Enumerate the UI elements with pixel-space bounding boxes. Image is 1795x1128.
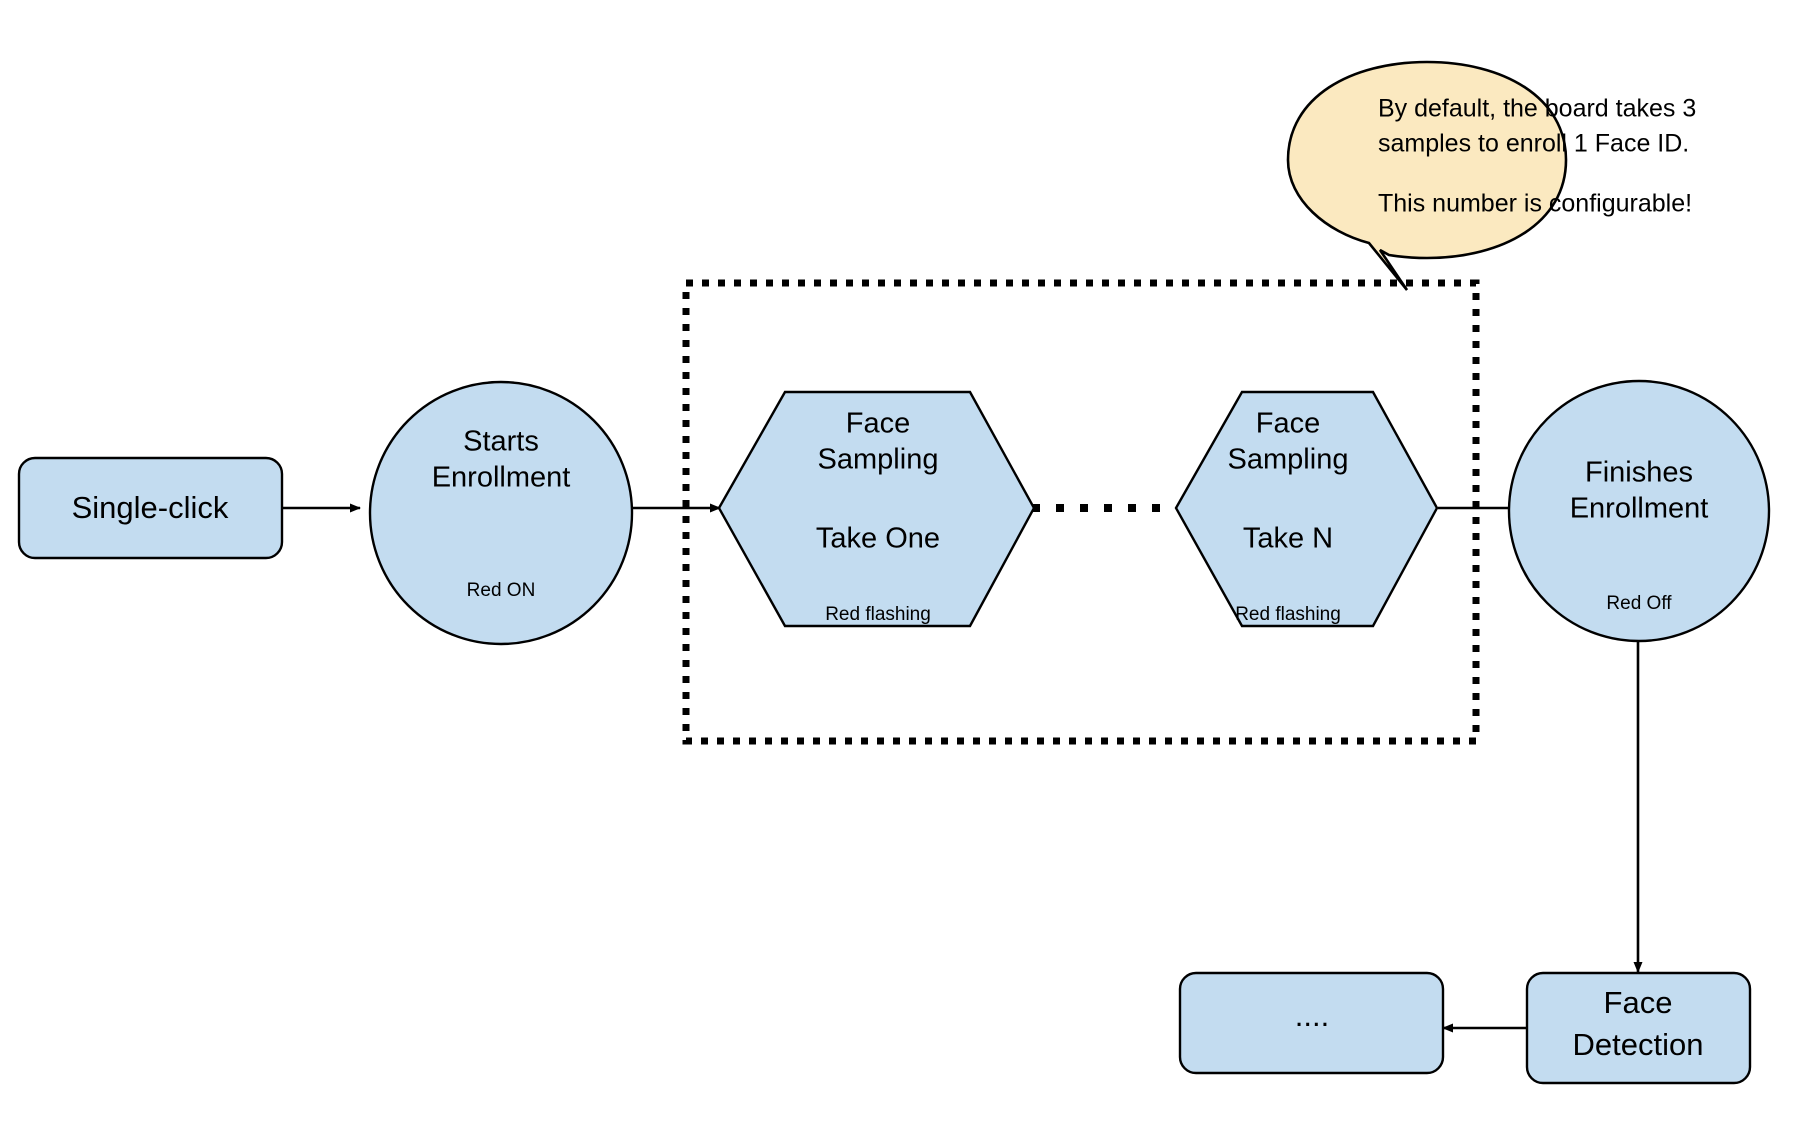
face-sampling-n-status: Red flashing xyxy=(1235,604,1341,625)
ellipsis-box[interactable] xyxy=(1178,971,1445,1075)
node-face-sampling-n[interactable]: Face Sampling Take N Red flashing xyxy=(1174,390,1439,628)
finishes-enrollment-circle[interactable] xyxy=(1507,379,1771,643)
callout-line-1: By default, the board takes 3 xyxy=(1378,95,1696,123)
node-ellipsis[interactable]: .... xyxy=(1178,971,1445,1075)
face-sampling-one-status: Red flashing xyxy=(825,604,931,625)
node-finishes-enrollment[interactable]: Finishes Enrollment Red Off xyxy=(1507,379,1771,643)
face-sampling-one-take: Take One xyxy=(816,523,940,555)
face-sampling-n-label-line2: Sampling xyxy=(1228,444,1349,476)
face-sampling-one-label-line2: Sampling xyxy=(818,444,939,476)
node-face-sampling-one[interactable]: Face Sampling Take One Red flashing xyxy=(717,390,1036,628)
callout-line-2: samples to enroll 1 Face ID. xyxy=(1378,130,1689,158)
starts-enrollment-label-line1: Starts xyxy=(463,426,539,458)
face-detection-label-line2: Detection xyxy=(1573,1027,1704,1062)
finishes-enrollment-label-line1: Finishes xyxy=(1585,457,1693,489)
finishes-enrollment-status: Red Off xyxy=(1606,593,1672,614)
face-sampling-one-label-line1: Face xyxy=(846,408,910,440)
callout-line-3: This number is configurable! xyxy=(1378,190,1692,218)
starts-enrollment-status: Red ON xyxy=(467,580,536,601)
node-starts-enrollment[interactable]: Starts Enrollment Red ON xyxy=(368,380,634,646)
node-single-click[interactable]: Single-click xyxy=(17,456,284,560)
starts-enrollment-label-line2: Enrollment xyxy=(432,462,571,494)
single-click-label: Single-click xyxy=(72,490,229,525)
face-detection-box[interactable] xyxy=(1525,971,1752,1085)
single-click-box[interactable] xyxy=(17,456,284,560)
face-sampling-n-take: Take N xyxy=(1243,523,1333,555)
callout-bubble-shape xyxy=(1286,60,1568,291)
node-face-detection[interactable]: Face Detection xyxy=(1525,971,1752,1085)
face-detection-label-line1: Face xyxy=(1604,985,1673,1020)
callout-bubble: By default, the board takes 3 samples to… xyxy=(1286,60,1696,291)
ellipsis-label: .... xyxy=(1295,998,1329,1033)
face-sampling-n-hexagon[interactable] xyxy=(1174,390,1439,628)
starts-enrollment-circle[interactable] xyxy=(368,380,634,646)
face-sampling-n-label-line1: Face xyxy=(1256,408,1320,440)
face-sampling-one-hexagon[interactable] xyxy=(717,390,1036,628)
finishes-enrollment-label-line2: Enrollment xyxy=(1570,493,1709,525)
